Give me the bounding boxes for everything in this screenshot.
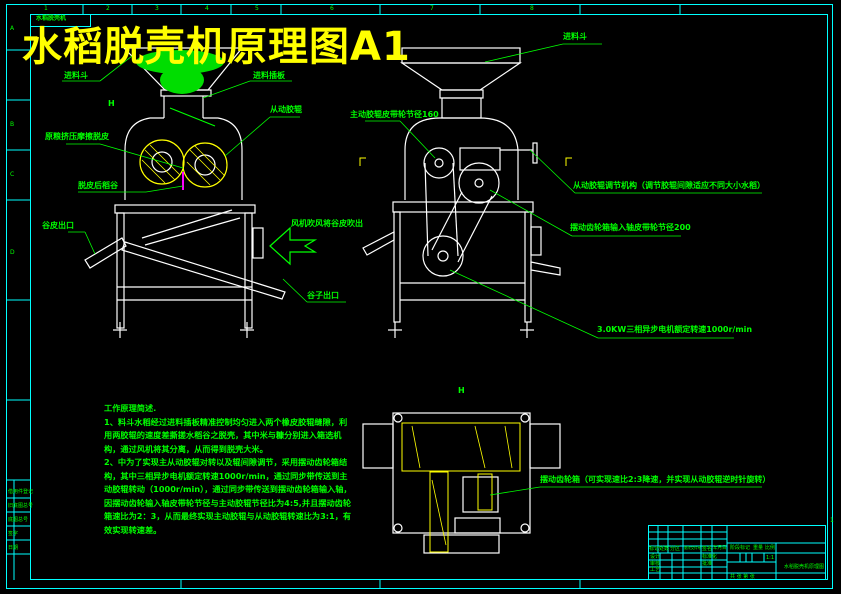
zone-top: 4 — [205, 5, 209, 12]
left-strip-item: 旧底图总号 — [8, 503, 34, 509]
label-driven-roller: 从动胶辊 — [270, 105, 302, 114]
zone-top: 1 — [44, 5, 48, 12]
label-fan: 风机吹风将谷皮吹出 — [291, 219, 363, 228]
label-husk-outlet: 谷皮出口 — [42, 221, 74, 230]
zone-left: B — [10, 121, 15, 128]
tb-sheet: 共 张 第 张 — [730, 574, 755, 580]
left-strip-item: 底图总号 — [8, 517, 29, 523]
description-heading: 工作原理简述. — [104, 403, 157, 413]
zone-left: D — [10, 249, 15, 256]
tb-header: 处数 — [659, 546, 670, 552]
zone-top: 3 — [155, 5, 159, 12]
label-front-hopper: 进料斗 — [64, 71, 88, 80]
label-side-hopper: 进料斗 — [563, 32, 587, 41]
tb-role: 审核 — [650, 561, 661, 567]
tb-header: 分区 — [670, 546, 681, 552]
zone-top: 6 — [330, 5, 334, 12]
label-feed-gate: 进料插板 — [253, 71, 285, 80]
drawing-title: 水稻脱壳机原理图A1 — [22, 24, 411, 70]
tb-header: 年月日 — [713, 546, 727, 551]
front-view — [84, 47, 318, 338]
side-view — [362, 47, 561, 338]
label-adjust-mechanism: 从动胶辊调节机构（调节胶辊间隙适应不同大小水稻） — [573, 181, 765, 190]
tb-header: 更改文件号 — [684, 546, 701, 550]
tb-weight: 重量 — [753, 545, 764, 551]
label-drive-pulley: 主动胶辊皮带轮节径160 — [350, 110, 439, 119]
label-squeeze: 原粮挤压摩擦脱皮 — [45, 132, 109, 141]
label-dehulled: 脱皮后稻谷 — [78, 181, 118, 190]
left-strip-item: 日期 — [8, 545, 19, 551]
zone-top: 7 — [430, 5, 434, 12]
tb-role: 工艺 — [650, 567, 661, 573]
section-mark-top: H — [108, 99, 115, 108]
zone-left: A — [10, 25, 15, 32]
zone-top: 5 — [255, 5, 259, 12]
front-hopper-grain — [136, 50, 224, 94]
tb-sheet-number: 1 — [830, 517, 834, 524]
tb-role: 设计 — [650, 554, 661, 560]
tb-role: 批准 — [702, 561, 713, 567]
description-paragraph-2: 2、中为了实现主从动胶辊对转以及辊间隙调节，采用摆动齿轮箱结构，其中三相异步电机… — [104, 457, 352, 535]
zone-top: 2 — [106, 5, 110, 12]
corner-label: 水稻脱壳机 — [36, 15, 67, 22]
tb-header: 签名 — [702, 546, 713, 552]
label-gearbox-pulley: 摆动齿轮箱输入轴皮带轮节径200 — [570, 223, 691, 232]
drawing-frame — [6, 4, 833, 589]
tb-header: 标记 — [649, 546, 660, 552]
label-grain-outlet: 谷子出口 — [307, 291, 339, 300]
leader-lines — [62, 43, 762, 496]
label-gearbox: 摆动齿轮箱（可实现速比2:3降速，并实现从动胶辊逆时针旋转） — [540, 475, 771, 484]
tb-stage: 阶段标记 — [730, 545, 751, 551]
tb-drawing-name: 水稻脱壳机原理图 — [784, 564, 825, 570]
zone-top: 8 — [530, 5, 534, 12]
left-strip-item: 借用件登记 — [8, 489, 34, 495]
zone-left: C — [10, 171, 15, 178]
description-paragraph-1: 1、料斗水稻经过进料插板精准控制均匀进入两个橡皮胶辊缝隙，利用两胶辊的速度差撕搓… — [104, 416, 348, 454]
tb-scale: 1:1 — [766, 555, 775, 561]
section-view — [362, 412, 561, 554]
section-cut-marks — [359, 157, 572, 166]
section-gear-housing — [401, 422, 521, 553]
working-principle-description: 工作原理简述. 1、料斗水稻经过进料插板精准控制均匀进入两个橡皮胶辊缝隙，利用两… — [104, 402, 354, 537]
label-motor: 3.0KW三相异步电机额定转速1000r/min — [597, 325, 753, 334]
rollers — [139, 139, 228, 190]
tb-role: 标准化 — [702, 554, 718, 560]
section-mark-bottom: H — [458, 386, 465, 395]
left-strip-item: 签字 — [8, 531, 19, 537]
tb-scale-label: 比例 — [765, 545, 776, 551]
